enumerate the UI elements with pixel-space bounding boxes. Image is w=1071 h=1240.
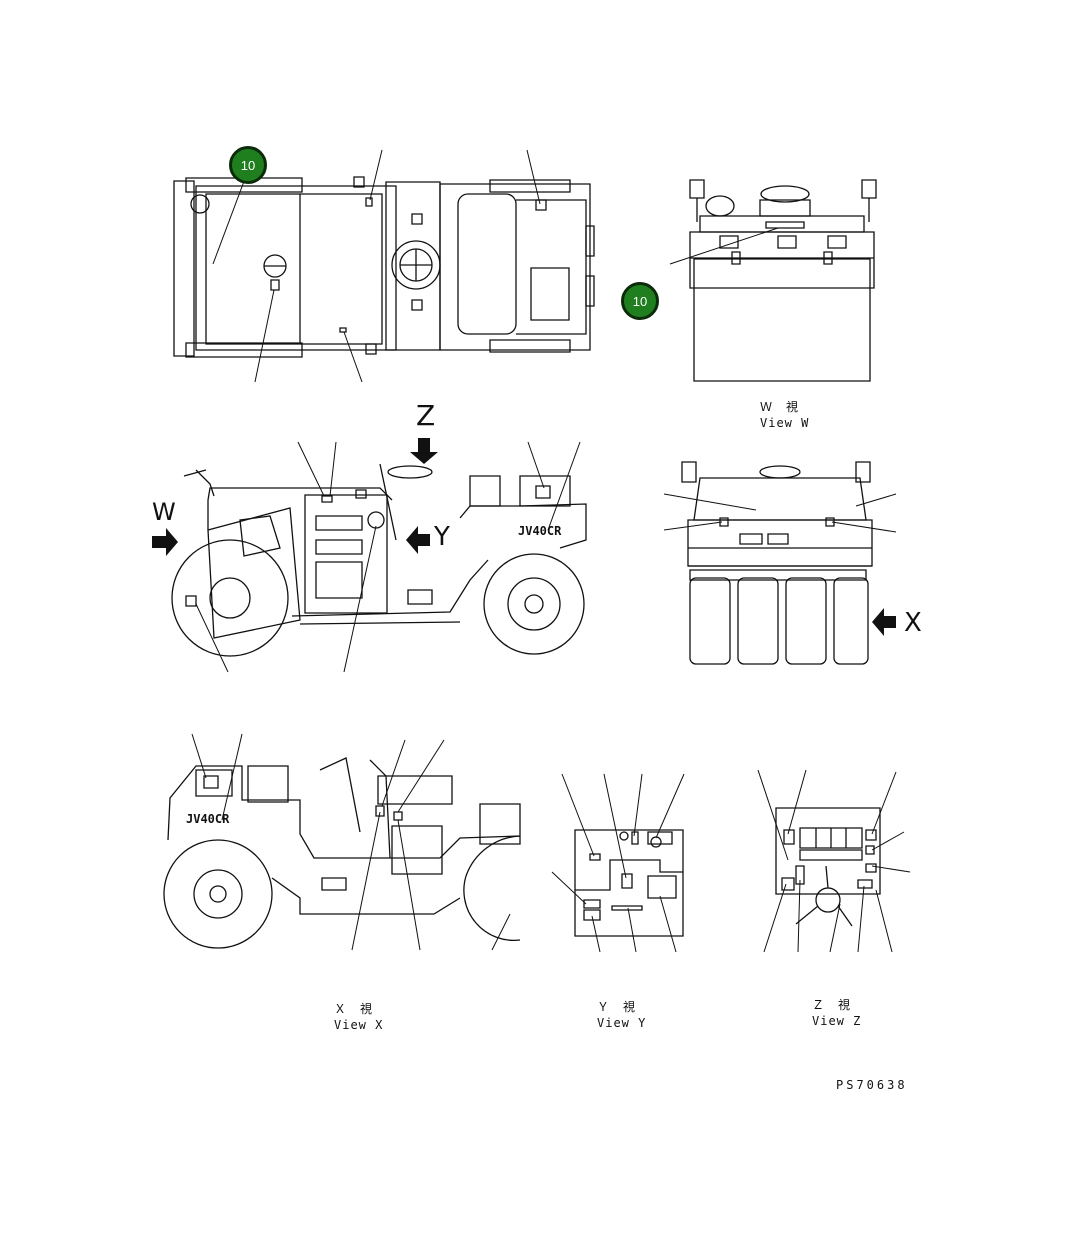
- view-w-caption-jp: Ｗ 視: [760, 400, 800, 414]
- arrow-z: [410, 438, 438, 464]
- view-x-leaders: [192, 734, 510, 950]
- rear-view-drawing: [682, 462, 872, 664]
- view-x-caption-en: View X: [334, 1018, 384, 1032]
- view-y-caption-jp: Ｙ 視: [597, 1000, 637, 1014]
- view-y-drawing: [575, 830, 683, 936]
- view-z-drawing: [776, 808, 880, 926]
- view-w-leader: [670, 228, 778, 264]
- view-y-caption-en: View Y: [597, 1016, 647, 1030]
- arrow-x: [872, 608, 896, 636]
- model-decal-view-x: JV40CR: [186, 812, 230, 826]
- drawing-code: PS70638: [836, 1078, 908, 1092]
- callout-balloon-top[interactable]: 10: [229, 146, 267, 184]
- view-letter-x: X: [904, 608, 922, 638]
- arrow-y: [406, 526, 430, 554]
- view-x-caption-jp: Ｘ 視: [334, 1002, 374, 1016]
- model-decal-side: JV40CR: [518, 524, 562, 538]
- top-view-leaders: [213, 150, 540, 382]
- top-view-drawing: [174, 177, 594, 357]
- view-letter-y: Y: [434, 522, 450, 552]
- view-letter-w: W: [152, 498, 176, 526]
- arrow-shapes: [152, 438, 896, 636]
- side-view-drawing: [172, 464, 586, 656]
- view-x-drawing: [164, 758, 520, 948]
- arrow-w: [152, 528, 178, 556]
- view-w-drawing: [690, 180, 876, 381]
- view-y-leaders: [552, 774, 684, 952]
- view-z-leaders: [758, 770, 910, 952]
- view-w-caption-en: View W: [760, 416, 810, 430]
- side-view-leaders: [196, 442, 580, 672]
- view-letter-z: Z: [416, 399, 436, 432]
- callout-balloon-view-w[interactable]: 10: [621, 282, 659, 320]
- view-z-caption-jp: Ｚ 視: [812, 998, 852, 1012]
- view-z-caption-en: View Z: [812, 1014, 862, 1028]
- rear-view-leaders: [664, 494, 896, 532]
